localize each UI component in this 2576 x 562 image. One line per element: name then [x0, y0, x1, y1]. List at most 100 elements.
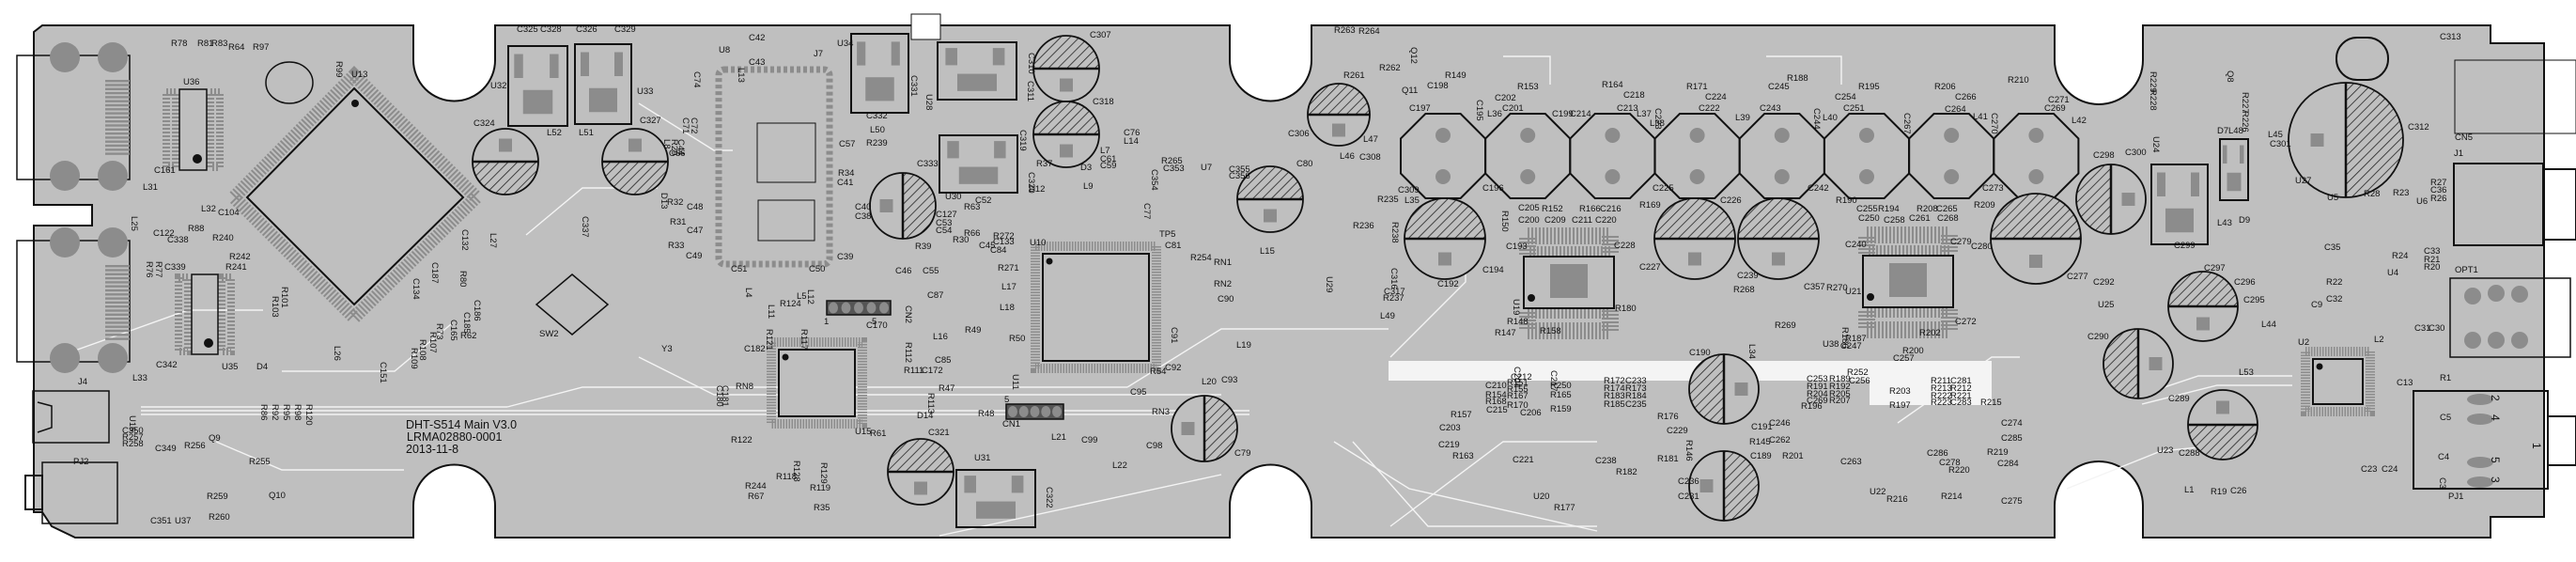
cn2-pin: 5 [872, 317, 877, 327]
component-label: L15 [1260, 246, 1275, 257]
mount-pad [50, 42, 80, 72]
component-label: R197 [1889, 400, 1911, 411]
pj1-pin: 4 [2489, 414, 2502, 421]
cap-pad [1181, 422, 1195, 435]
trace [638, 356, 1221, 396]
board-title-line1: DHT-S514 Main V3.0 [406, 418, 517, 431]
cap-outline [472, 128, 539, 195]
tab-pad [865, 77, 894, 101]
electrolytic-capacitor [472, 128, 539, 195]
component-label: C72 [689, 117, 699, 133]
component-label: C214 [1570, 109, 1591, 119]
component-label: C328 [540, 24, 562, 35]
component-label: R101 [279, 287, 289, 308]
cap-outline [1688, 353, 1760, 425]
component-label: CN2 [903, 305, 913, 323]
component-label: R235 [1377, 195, 1399, 205]
pin-pad [105, 309, 130, 312]
component-label: C353 [1163, 164, 1185, 174]
component-label: C300 [2125, 148, 2147, 158]
electrolytic-capacitor [1688, 450, 1760, 522]
component-label: C199 [1552, 109, 1574, 119]
component-label: C319 [1017, 130, 1028, 151]
keepout-top-connector [910, 13, 941, 40]
component-label: C265 [1936, 204, 1958, 214]
component-label: L9 [1083, 181, 1094, 192]
component-label: C308 [1359, 152, 1381, 163]
component-label: R194 [1878, 204, 1900, 214]
component-label: R28 [2364, 189, 2380, 199]
component-label: R262 [1379, 63, 1401, 73]
u13-pins [225, 66, 486, 327]
component-label: L20 [1202, 377, 1217, 387]
pin-pad [105, 152, 130, 155]
mount-pad [98, 161, 128, 191]
pin-pad [105, 108, 130, 111]
component-label: R154 [1485, 390, 1507, 400]
component-label: U4 [2387, 268, 2398, 278]
component-label: R61 [870, 429, 886, 439]
usb-connector-j4 [32, 390, 110, 444]
component-label: C47 [687, 226, 703, 236]
component-label: C275 [2001, 496, 2023, 507]
component-label: R35 [814, 503, 830, 513]
component-label: R76 [144, 261, 154, 277]
component-label: C263 [1840, 457, 1862, 467]
header-pin [866, 302, 877, 314]
lead-pad [2223, 145, 2227, 164]
component-label: C85 [935, 355, 951, 366]
component-label: C194 [1482, 265, 1504, 275]
cap-polarity-hatch [1689, 354, 1724, 424]
component-label: L11 [766, 304, 776, 319]
component-label: R32 [667, 197, 683, 208]
pin-pad [105, 132, 130, 135]
pin-pad [105, 80, 130, 83]
component-label: C59 [1100, 161, 1116, 171]
component-label: C133 [993, 237, 1015, 247]
component-label: C310 [1026, 53, 1036, 74]
component-label: R81 [197, 39, 213, 49]
component-label: C53 [936, 218, 952, 228]
amp-pins [1858, 301, 1958, 338]
component-label: R86 [258, 404, 269, 420]
pin-pad [105, 325, 130, 328]
tab-pad [2227, 172, 2242, 192]
electrolytic-capacitor [1236, 165, 1304, 233]
component-label: U11 [1010, 374, 1020, 390]
component-label: C289 [2168, 394, 2190, 404]
component-label: R219 [1987, 447, 2009, 458]
regulator [955, 469, 1036, 528]
component-label: L17 [1001, 282, 1016, 292]
component-label: R259 [207, 492, 228, 502]
component-label: C306 [1288, 129, 1310, 139]
component-label: R173 [1625, 383, 1647, 394]
component-label: C95 [1130, 387, 1146, 398]
component-label: J7 [814, 49, 823, 59]
component-label: C277 [2067, 272, 2088, 282]
component-label: U30 [945, 192, 961, 202]
pin1-dot [782, 353, 789, 361]
tab-pad [522, 89, 553, 115]
component-label: L45 [2268, 130, 2283, 140]
connector-cn5 [2454, 59, 2576, 134]
component-label: R261 [1343, 70, 1365, 81]
component-label: C297 [2204, 263, 2226, 273]
electrolytic-capacitor [1737, 197, 1820, 280]
component-label: C84 [990, 245, 1006, 256]
cap-outline [2187, 389, 2258, 461]
component-label: C205 [1518, 203, 1540, 213]
soic-chip [191, 273, 219, 355]
power-inductor [1653, 113, 1741, 199]
component-label: R189 [1829, 374, 1851, 384]
component-label: R164 [1602, 80, 1623, 90]
component-label: R99 [334, 61, 344, 77]
component-label: C4 [2438, 452, 2449, 462]
component-label: R146 [1684, 440, 1694, 461]
component-label: R242 [229, 252, 251, 262]
component-label: C191 [1751, 422, 1773, 432]
component-label: C35 [2324, 242, 2340, 253]
cap-outline [601, 128, 669, 195]
cap-outline [1737, 197, 1820, 280]
opt-pad [2488, 285, 2505, 302]
component-label: C255 [1856, 204, 1878, 214]
